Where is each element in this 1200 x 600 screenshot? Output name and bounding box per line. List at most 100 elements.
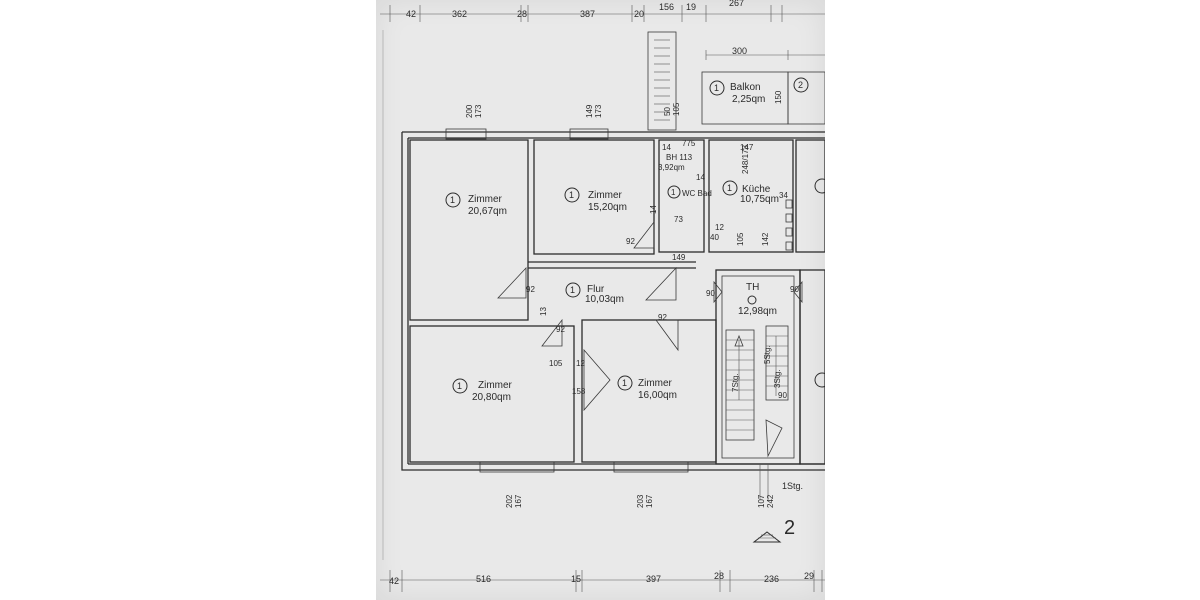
svg-text:1: 1 [671, 188, 676, 197]
room-zimmer-2: 1 Zimmer 15,20qm [564, 187, 627, 213]
floor-plan-drawing: 42 362 28 387 20 156 19 267 300 150 1 B [380, 0, 825, 592]
svg-text:90: 90 [778, 391, 787, 400]
top-dim-3: 28 [517, 9, 527, 19]
win-dim-top-left-a: 200 [465, 104, 474, 118]
room-area: 12,98qm [738, 306, 777, 317]
room-name: Zimmer [588, 190, 623, 201]
room-bad: BH 113 3,92qm 1 WC Bad [658, 153, 712, 199]
svg-text:775: 775 [682, 139, 696, 148]
room-name: Flur [587, 284, 605, 295]
win-dim-entrance-a: 107 [757, 494, 766, 508]
balkon-name: Balkon [730, 82, 761, 93]
room-zimmer-1: 1 Zimmer 20,67qm [445, 192, 507, 217]
win-dim-top-bad-a: 50 [663, 107, 672, 116]
neighbor-marker-2 [814, 178, 825, 194]
room-area: 20,80qm [472, 392, 511, 403]
room-name: Küche [742, 184, 771, 195]
floor-level-marker: 2 [752, 517, 795, 543]
room-area: 16,00qm [638, 390, 677, 401]
win-dim-entrance-b: 242 [766, 494, 775, 508]
top-dim-4: 387 [580, 9, 595, 19]
neighbor-unit-label: 2 [798, 80, 803, 90]
room-area: 10,03qm [585, 294, 624, 305]
top-dim-5: 20 [634, 9, 644, 19]
win-dim-top-bad-b: 105 [672, 102, 681, 116]
outer-walls [401, 128, 825, 473]
top-dim-7: 19 [686, 2, 696, 12]
svg-text:158: 158 [572, 387, 586, 396]
svg-text:34: 34 [779, 191, 788, 200]
room-area: 20,67qm [468, 206, 507, 217]
room-area: 15,20qm [588, 202, 627, 213]
door-swings [497, 220, 803, 458]
svg-text:1: 1 [622, 378, 627, 388]
svg-text:12: 12 [715, 223, 724, 232]
bottom-dim-2: 516 [476, 574, 491, 584]
stair-label-3: 3Stg. [773, 369, 782, 388]
room-name: Zimmer [468, 194, 503, 205]
plan-sheet: 42 362 28 387 20 156 19 267 300 150 1 B [376, 0, 825, 600]
balkon-width-dim: 300 [732, 46, 747, 56]
top-dim-6: 156 [659, 2, 674, 12]
svg-text:92: 92 [526, 285, 535, 294]
room-area: 10,75qm [740, 194, 779, 205]
win-dim-top-mid-a: 149 [585, 104, 594, 118]
bottom-dim-6: 236 [764, 574, 779, 584]
room-area: 3,92qm [658, 163, 685, 172]
win-dim-top-mid-b: 173 [594, 104, 603, 118]
svg-text:13: 13 [539, 307, 548, 316]
top-dim-2: 362 [452, 9, 467, 19]
bottom-dimension-line: 42 516 15 397 28 236 29 [380, 570, 825, 592]
room-name: WC Bad [682, 189, 712, 198]
room-th: TH 12,98qm [738, 282, 777, 317]
svg-text:92: 92 [556, 325, 565, 334]
svg-text:1: 1 [727, 183, 732, 193]
svg-text:1: 1 [569, 190, 574, 200]
balkon-unit-marker [709, 80, 725, 96]
interior-walls [409, 139, 825, 465]
balkon-unit: 1 [714, 83, 719, 93]
win-dim-bottom-mid-a: 203 [636, 494, 645, 508]
room-zimmer-3: 1 Zimmer 20,80qm [452, 378, 513, 403]
balkon: 300 150 1 Balkon 2,25qm 2 [701, 46, 825, 125]
stair-label-5: 5Stg. [763, 345, 772, 364]
top-dim-1: 42 [406, 9, 416, 19]
svg-text:90: 90 [790, 285, 799, 294]
svg-text:1: 1 [570, 285, 575, 295]
upper-stair-shaft [647, 31, 677, 131]
room-name: Zimmer [638, 378, 673, 389]
bottom-dim-7: 29 [804, 571, 814, 581]
stairwell-steps [725, 325, 789, 500]
stair-label-entry: 1Stg. [782, 481, 803, 491]
svg-text:73: 73 [674, 215, 683, 224]
room-zimmer-4: 1 Zimmer 16,00qm [617, 375, 677, 401]
svg-text:40: 40 [710, 233, 719, 242]
bottom-dim-3: 15 [571, 574, 581, 584]
svg-text:90: 90 [706, 289, 715, 298]
room-kueche: 1 Küche 10,75qm [722, 180, 779, 205]
top-dimension-line: 42 362 28 387 20 156 19 267 [380, 0, 825, 22]
inner-dimensions: 92 92 92 92 149 105 105 12 12 142 158 13… [526, 139, 799, 400]
top-dim-8: 267 [729, 0, 744, 8]
svg-text:149: 149 [672, 253, 686, 262]
svg-text:14: 14 [662, 143, 671, 152]
svg-text:92: 92 [658, 313, 667, 322]
win-dim-bottom-left-b: 167 [514, 494, 523, 508]
bottom-dim-1: 42 [389, 576, 399, 586]
svg-text:14: 14 [696, 173, 705, 182]
stair-label-7: 7Stg. [731, 373, 740, 392]
svg-text:147: 147 [740, 143, 754, 152]
svg-text:92: 92 [626, 237, 635, 246]
neighbor-marker-3 [814, 372, 825, 388]
svg-text:142: 142 [761, 232, 770, 246]
balkon-area: 2,25qm [732, 94, 765, 105]
svg-text:105: 105 [736, 232, 745, 246]
win-dim-bottom-left-a: 202 [505, 494, 514, 508]
win-dim-bottom-mid-b: 167 [645, 494, 654, 508]
bottom-dim-5: 28 [714, 571, 724, 581]
room-name: TH [746, 282, 759, 293]
neighbor-unit-marker [793, 77, 809, 93]
svg-text:1: 1 [457, 381, 462, 391]
room-name: Zimmer [478, 380, 513, 391]
win-dim-top-left-b: 173 [474, 104, 483, 118]
